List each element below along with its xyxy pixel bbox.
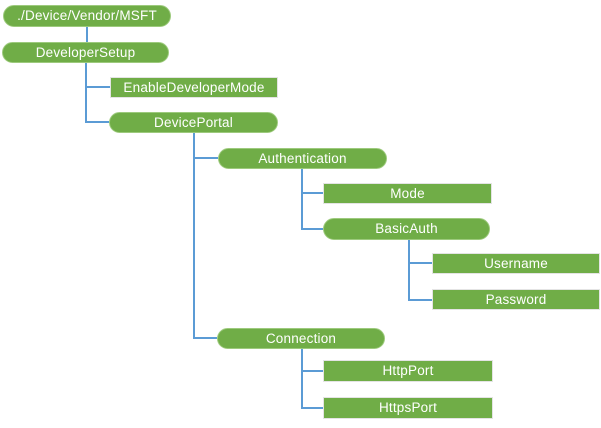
tree-node-enable-developer-mode: EnableDeveloperMode bbox=[110, 77, 278, 98]
node-label-root: ./Device/Vendor/MSFT bbox=[17, 8, 157, 24]
tree-node-mode: Mode bbox=[323, 183, 492, 204]
node-label-connection: Connection bbox=[265, 330, 337, 346]
connector-connection-trunk bbox=[301, 349, 303, 409]
node-label-device-portal: DevicePortal bbox=[154, 114, 233, 130]
connector-branch-enabledevelopermode bbox=[86, 86, 110, 88]
connector-branch-httpsport bbox=[302, 407, 323, 409]
connector-branch-username bbox=[409, 262, 432, 264]
node-label-enable-developer-mode: EnableDeveloperMode bbox=[123, 79, 265, 95]
node-label-username: Username bbox=[484, 255, 548, 271]
connector-branch-authentication bbox=[194, 157, 218, 159]
connector-deviceportal-trunk bbox=[193, 133, 195, 339]
connector-root-to-developersetup bbox=[86, 27, 88, 42]
tree-node-device-portal: DevicePortal bbox=[109, 112, 278, 133]
tree-node-authentication: Authentication bbox=[218, 148, 387, 169]
connector-branch-httpport bbox=[302, 370, 323, 372]
connector-branch-deviceportal bbox=[86, 121, 109, 123]
node-label-basic-auth: BasicAuth bbox=[375, 221, 438, 237]
node-label-http-port: HttpPort bbox=[382, 363, 434, 379]
node-label-https-port: HttpsPort bbox=[378, 400, 438, 416]
tree-node-developer-setup: DeveloperSetup bbox=[2, 42, 169, 63]
tree-node-password: Password bbox=[432, 289, 600, 310]
tree-node-http-port: HttpPort bbox=[323, 360, 493, 382]
tree-node-connection: Connection bbox=[217, 328, 385, 349]
tree-node-username: Username bbox=[432, 253, 600, 274]
connector-branch-basicauth bbox=[302, 228, 323, 230]
node-label-mode: Mode bbox=[390, 185, 425, 201]
connector-authentication-trunk bbox=[301, 169, 303, 230]
connector-basicauth-trunk bbox=[408, 240, 410, 301]
tree-node-https-port: HttpsPort bbox=[323, 397, 493, 419]
connector-branch-mode bbox=[302, 192, 323, 194]
tree-node-root: ./Device/Vendor/MSFT bbox=[3, 5, 171, 27]
node-label-password: Password bbox=[485, 291, 547, 307]
connector-branch-password bbox=[409, 299, 432, 301]
connector-branch-connection bbox=[194, 337, 217, 339]
tree-node-basic-auth: BasicAuth bbox=[323, 218, 490, 240]
connector-developersetup-trunk bbox=[85, 63, 87, 123]
node-label-developer-setup: DeveloperSetup bbox=[35, 44, 136, 60]
node-label-authentication: Authentication bbox=[258, 150, 347, 166]
